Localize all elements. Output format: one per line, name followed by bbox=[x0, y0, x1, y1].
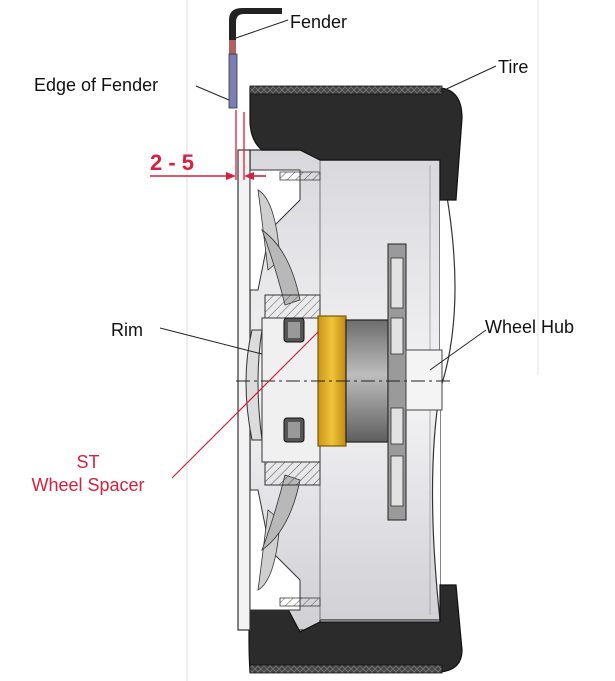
rim-label: Rim bbox=[111, 320, 143, 340]
wheel-hub-label: Wheel Hub bbox=[485, 317, 574, 337]
dimension-label: 2 - 5 bbox=[150, 150, 194, 175]
spacer-label-line2: Wheel Spacer bbox=[31, 475, 144, 495]
edge-of-fender-label: Edge of Fender bbox=[34, 75, 158, 95]
fender-label: Fender bbox=[290, 12, 347, 32]
tire-label: Tire bbox=[498, 57, 528, 77]
fender bbox=[228, 8, 282, 109]
background-guides bbox=[186, 0, 539, 681]
lug-nuts bbox=[283, 317, 305, 443]
dimension-markers bbox=[150, 110, 266, 180]
leader-lines bbox=[159, 19, 497, 479]
spacer-label-line1: ST bbox=[76, 452, 99, 472]
